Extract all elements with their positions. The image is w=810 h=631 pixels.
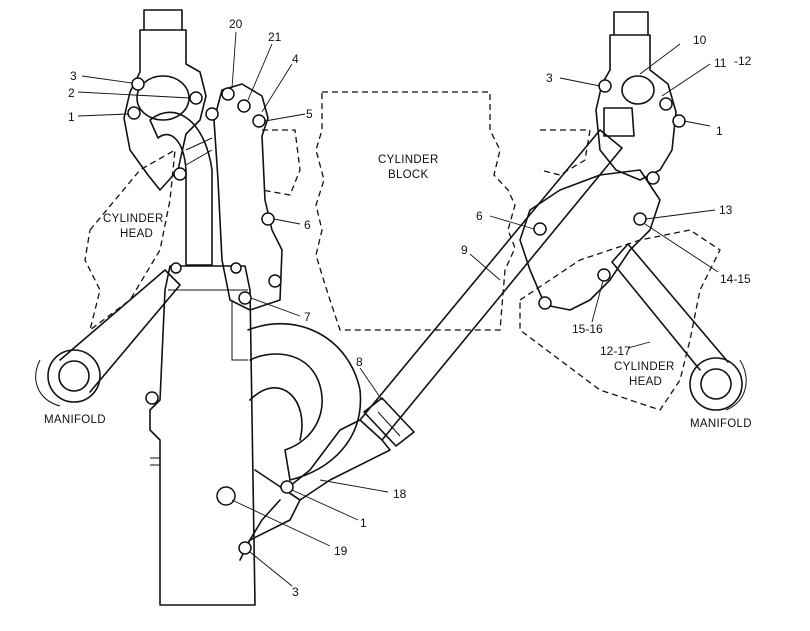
callout-13: 13 — [719, 203, 733, 217]
callout-12-top: -12 — [734, 54, 752, 68]
callout-3-bottom: 3 — [292, 585, 299, 599]
cylinder-head-right-label-line1: CYLINDER — [614, 361, 675, 373]
cylinder-block-label-line2: BLOCK — [388, 169, 429, 181]
callout-1-bottom: 1 — [360, 516, 367, 530]
callout-9: 9 — [461, 243, 468, 257]
callout-11: 11 — [714, 56, 727, 70]
right-thermostat-housing — [595, 11, 677, 181]
cylinder-block-label-line1: CYLINDER — [378, 154, 439, 166]
callout-3-top-left: 3 — [70, 69, 77, 83]
callout-1-top-left: 1 — [68, 110, 75, 124]
callout-19: 19 — [334, 544, 348, 558]
callout-6-left: 6 — [304, 218, 311, 232]
callout-8: 8 — [356, 355, 363, 369]
manifold-left-label: MANIFOLD — [44, 414, 106, 426]
water-pump-body — [149, 265, 362, 606]
manifold-right-label: MANIFOLD — [690, 418, 752, 430]
callout-6-right: 6 — [476, 209, 483, 223]
center-bracket — [213, 83, 283, 311]
manifold-left — [35, 269, 181, 407]
callout-2: 2 — [68, 86, 75, 100]
callout-10: 10 — [693, 33, 707, 47]
cylinder-block — [261, 91, 591, 331]
callout-12-17: 12-17 — [600, 344, 631, 358]
cylinder-head-left — [84, 148, 176, 332]
callout-3-top-right: 3 — [546, 71, 553, 85]
cylinder-head-left-label-line2: HEAD — [120, 228, 153, 240]
callout-7: 7 — [304, 310, 311, 324]
right-water-pipe — [284, 129, 623, 501]
callout-21: 21 — [268, 30, 282, 44]
callout-18: 18 — [393, 487, 407, 501]
left-water-pipe — [149, 111, 213, 266]
cylinder-head-right-label-line2: HEAD — [629, 376, 662, 388]
cylinder-head-left-label-line1: CYLINDER — [103, 213, 164, 225]
right-bracket — [519, 169, 661, 311]
callout-20: 20 — [229, 17, 243, 31]
bolts — [127, 77, 686, 555]
callout-1-right: 1 — [716, 124, 723, 138]
manifold-right — [611, 243, 747, 411]
callout-4: 4 — [292, 52, 299, 66]
callout-15-16: 15-16 — [572, 322, 603, 336]
callout-5: 5 — [306, 107, 313, 121]
leader-lines — [77, 31, 719, 587]
callout-14-15: 14-15 — [720, 272, 751, 286]
